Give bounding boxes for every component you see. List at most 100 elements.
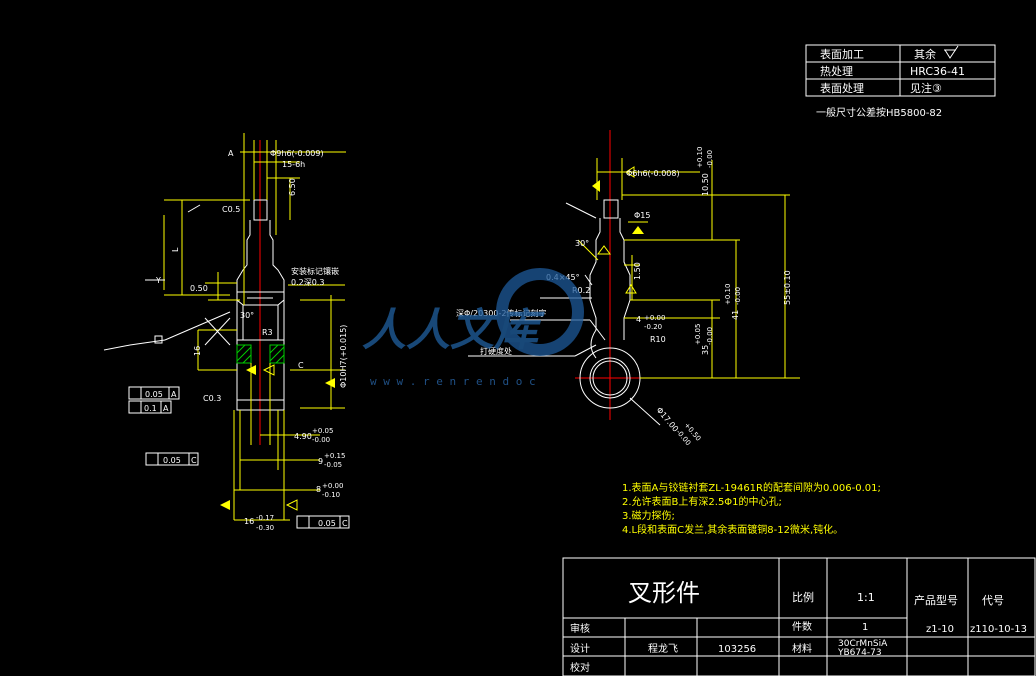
left-note-hole2: 0.2深0.3 bbox=[291, 278, 324, 287]
right-r02: R0.2 bbox=[572, 286, 590, 295]
code-value: z110-10-13 bbox=[970, 624, 1027, 635]
left-w8-up: +0.00 bbox=[322, 482, 343, 490]
right-top-dia: Φ6h6(-0.008) bbox=[626, 169, 680, 178]
design-label: 设计 bbox=[570, 642, 590, 655]
surface-row-value-3: 见注③ bbox=[910, 81, 942, 95]
code-label: 代号 bbox=[982, 594, 1004, 607]
right-h35: 35 bbox=[701, 345, 710, 355]
left-note-hole: 安装标记镶嵌 bbox=[291, 266, 339, 276]
left-w490-lo: -0.00 bbox=[312, 436, 330, 444]
note-1: 1.表面A与铰链衬套ZL-19461R的配套间隙为0.006-0.01; bbox=[622, 481, 881, 494]
surface-table-text: 表面加工 其余 热处理 HRC36-41 表面处理 见注③ bbox=[820, 47, 965, 95]
left-tol4: 0.05 bbox=[318, 519, 336, 528]
left-w490: 4.90 bbox=[294, 432, 312, 441]
left-tol1: 0.05 bbox=[145, 390, 163, 399]
material-label: 材料 bbox=[792, 642, 812, 655]
left-dim16: 16 bbox=[193, 346, 202, 356]
right-h1050-up: +0.10 bbox=[696, 147, 704, 168]
left-top-width: 15-6h bbox=[282, 160, 305, 169]
left-w490-up: +0.05 bbox=[312, 427, 333, 435]
left-w9-up: +0.15 bbox=[324, 452, 345, 460]
watermark-url: w w w . r e n r e n d o c bbox=[370, 375, 536, 388]
right-h150: 1.50 bbox=[633, 262, 642, 280]
right-h4-up: +0.00 bbox=[644, 314, 665, 322]
left-w16-up: -0.17 bbox=[256, 514, 274, 522]
left-w16: 16 bbox=[244, 517, 254, 526]
left-chamfer-bot: C0.3 bbox=[203, 394, 221, 403]
right-h55: 55±0.10 bbox=[783, 270, 792, 305]
left-datum-a: A bbox=[228, 149, 234, 158]
surface-row-label-2: 热处理 bbox=[820, 65, 853, 78]
designer: 程龙飞 bbox=[648, 642, 678, 655]
material-value-2: YB674-73 bbox=[837, 648, 882, 658]
note-3: 3.磁力探伤; bbox=[622, 509, 675, 522]
right-dimension-lines bbox=[577, 158, 800, 379]
left-tol2: 0.1 bbox=[144, 404, 157, 413]
roughness-symbol-icon bbox=[944, 45, 959, 59]
check-label: 校对 bbox=[570, 661, 590, 674]
technical-notes: 1.表面A与铰链衬套ZL-19461R的配套间隙为0.006-0.01; 2.允… bbox=[622, 481, 881, 536]
left-tol2-datum: A bbox=[163, 404, 169, 413]
right-leader2: 打硬度处 bbox=[480, 346, 512, 356]
left-length-l: L bbox=[171, 247, 180, 252]
left-angle30: 30° bbox=[240, 311, 254, 320]
left-tol3: 0.05 bbox=[163, 456, 181, 465]
right-view: Φ6h6(-0.008) 10.50 +0.10 -0.00 Φ15 30° 0… bbox=[456, 130, 800, 447]
left-view: A Φ9h6(-0.009) 15-6h 6.50 C0.5 L Y 0.50 … bbox=[103, 133, 350, 532]
surface-row-label-3: 表面处理 bbox=[820, 81, 864, 95]
left-axis-c: C bbox=[298, 361, 304, 370]
left-w9: 9 bbox=[318, 457, 323, 466]
surface-row-value-1: 其余 bbox=[914, 47, 936, 61]
right-h41-up: +0.10 bbox=[724, 284, 732, 305]
watermark-text: 人人文库 bbox=[362, 305, 545, 356]
general-tolerance-note: 一般尺寸公差按HB5800-82 bbox=[816, 106, 942, 119]
left-chamfer-top: C0.5 bbox=[222, 205, 240, 214]
material-value-1: 30CrMnSiA bbox=[838, 639, 888, 649]
left-w9-lo: -0.05 bbox=[324, 461, 342, 469]
product-value: z1-10 bbox=[926, 624, 954, 635]
left-hatch bbox=[236, 344, 285, 364]
left-tol3-datum: C bbox=[191, 456, 197, 465]
left-offset: 0.50 bbox=[190, 284, 208, 293]
left-leaders bbox=[103, 204, 231, 351]
right-h1050: 10.50 bbox=[701, 173, 710, 196]
left-w16-lo: -0.30 bbox=[256, 524, 274, 532]
note-4: 4.L段和表面C发兰,其余表面镀铜8-12微米,钝化。 bbox=[622, 523, 843, 536]
qty-value: 1 bbox=[862, 622, 868, 633]
qty-label: 件数 bbox=[792, 620, 812, 633]
right-h4: 4 bbox=[636, 315, 641, 324]
left-w8-lo: -0.10 bbox=[322, 491, 340, 499]
left-tol1-datum: A bbox=[171, 390, 177, 399]
left-tolerance-frames bbox=[128, 386, 350, 529]
note-2: 2.允许表面B上有深2.5Φ1的中心孔; bbox=[622, 495, 782, 508]
right-h41: 41 bbox=[731, 310, 740, 320]
left-top-height: 6.50 bbox=[288, 178, 297, 196]
watermark: 人人文库 w w w . r e n r e n d o c bbox=[362, 268, 584, 388]
right-r10: R10 bbox=[650, 335, 666, 344]
right-roughness-icon bbox=[592, 166, 644, 294]
surface-table bbox=[805, 44, 996, 97]
surface-row-value-2: HRC36-41 bbox=[910, 65, 965, 78]
title-block-text: 叉形件 比例 1:1 产品型号 代号 审核 件数 1 z1-10 z110-10… bbox=[570, 579, 1027, 674]
right-h35-up: +0.05 bbox=[694, 324, 702, 345]
scale-label: 比例 bbox=[792, 590, 814, 604]
right-dia15: Φ15 bbox=[634, 211, 650, 220]
left-datum-b-box bbox=[154, 335, 163, 344]
scale-value: 1:1 bbox=[857, 591, 875, 604]
left-tol4-datum: C bbox=[342, 519, 348, 528]
left-r3: R3 bbox=[262, 328, 273, 337]
right-h1050-lo: -0.00 bbox=[706, 150, 714, 168]
right-h41-lo: -0.00 bbox=[734, 287, 742, 305]
surface-row-label-1: 表面加工 bbox=[820, 47, 864, 61]
right-h35-lo: -0.00 bbox=[706, 327, 714, 345]
watermark-ring-icon bbox=[496, 268, 584, 356]
left-roughness-icon bbox=[220, 364, 335, 511]
left-top-dia: Φ9h6(-0.009) bbox=[270, 149, 324, 158]
right-leaders bbox=[468, 202, 661, 426]
part-name: 叉形件 bbox=[628, 579, 700, 607]
left-axis-y: Y bbox=[155, 276, 161, 285]
left-dimension-lines bbox=[163, 133, 346, 521]
review-label: 审核 bbox=[570, 622, 590, 635]
product-label: 产品型号 bbox=[914, 593, 958, 607]
